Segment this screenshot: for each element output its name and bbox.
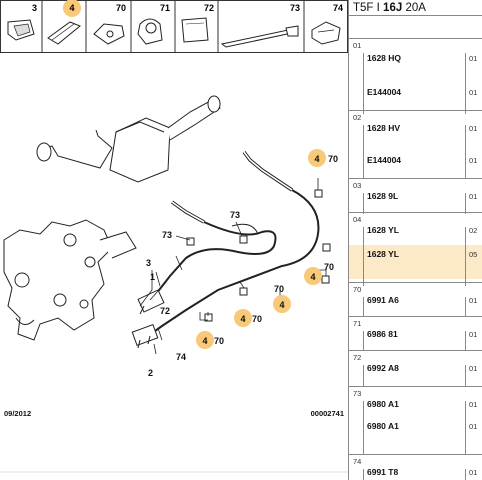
group-num: 73 [353,389,362,398]
callout-4-right: 4 [310,272,315,282]
part-code[interactable]: 6991 T8 [367,467,399,477]
part-code[interactable]: 1628 HV [367,123,401,133]
part-code[interactable]: 1628 YL [367,225,399,235]
part-thumb-71[interactable]: 71 [137,3,170,45]
group-num: 71 [353,319,362,328]
part-qty: 01 [469,124,478,133]
callout-4-bottom: 4 [202,336,207,346]
part-code[interactable]: 1628 HQ [367,53,402,63]
part-qty: 01 [469,54,478,63]
group-03[interactable]: 03 1628 9L 01 [349,178,482,214]
leader-lines [139,178,327,355]
group-num: 72 [353,353,362,362]
engine-block [3,219,137,341]
part-qty: 01 [469,330,478,339]
part-qty: 01 [469,422,478,431]
callout-4-left: 4 [240,314,245,324]
group-01[interactable]: 01 1628 HQ 01 E144004 01 [349,38,482,114]
group-num: 02 [353,113,362,122]
part-thumb-70[interactable]: 70 [93,3,126,45]
group-num: 74 [353,457,362,466]
part-thumb-73[interactable]: 73 [220,3,300,48]
part-num-70: 70 [116,3,126,13]
exploded-diagram: 3 4 70 71 72 73 [0,0,348,473]
part-num-71: 71 [160,3,170,13]
group-num: 03 [353,181,362,190]
row-highlight [349,245,482,279]
callout-73-left: 73 [162,230,172,240]
part-code[interactable]: 1628 9L [367,191,399,201]
footer-ref: 00002741 [311,409,344,418]
callout-70-right: 70 [324,262,334,272]
parts-header: 3 4 70 71 72 73 [0,0,348,53]
diagram-svg: 3 4 70 71 72 73 [0,0,348,473]
group-04[interactable]: 04 1628 YL 02 1628 YL 05 [349,212,482,286]
part-thumb-72[interactable]: 72 [181,3,214,43]
callout-70-upper: 70 [328,154,338,164]
part-qty: 02 [469,226,478,235]
model-title-engine: 16J [383,2,403,14]
footer-date: 09/2012 [4,409,31,418]
parts-table: 01 1628 HQ 01 E144004 01 02 1628 HV 01 E… [348,38,482,480]
model-title-suffix: 20A [405,2,426,14]
part-num-4: 4 [69,3,74,13]
part-qty: 01 [469,364,478,373]
oxygen-sensor-downstream[interactable] [137,200,277,315]
part-qty: 01 [469,192,478,201]
part-num-74: 74 [333,3,343,13]
group-71[interactable]: 71 6986 81 01 [349,316,482,350]
diagram-footer: 09/2012 00002741 [4,409,344,418]
group-70[interactable]: 70 6991 A6 01 [349,282,482,316]
group-02[interactable]: 02 1628 HV 01 E144004 01 [349,110,482,178]
group-72[interactable]: 72 6992 A8 01 [349,350,482,386]
callout-3: 3 [146,258,151,268]
group-num: 01 [353,41,362,50]
part-num-3: 3 [32,3,37,13]
model-title-prefix: T5F I [353,2,380,14]
part-code[interactable]: 6980 A1 [367,399,399,409]
callout-74: 74 [176,352,186,362]
part-code-selected[interactable]: 1628 YL [367,249,399,259]
callout-1: 1 [150,272,155,282]
part-qty: 01 [469,400,478,409]
callout-70-mid: 70 [274,284,284,294]
oxygen-sensor-upstream[interactable] [131,150,320,349]
part-qty: 05 [469,250,478,259]
callout-70-bottom: 70 [214,336,224,346]
part-thumb-3[interactable]: 3 [7,3,37,41]
part-qty: 01 [469,468,478,477]
callout-4-upper: 4 [314,154,319,164]
callout-73-upper: 73 [230,210,240,220]
part-code[interactable]: E144004 [367,87,402,97]
part-num-72: 72 [204,3,214,13]
group-num: 04 [353,215,362,224]
group-73[interactable]: 73 6980 A1 01 6980 A1 01 [349,386,482,454]
clip-markers [186,189,331,322]
callout-72: 72 [160,306,170,316]
group-74[interactable]: 74 6991 T8 01 [349,454,482,480]
callout-4-mid: 4 [279,300,284,310]
callout-2: 2 [148,368,153,378]
group-num: 70 [353,285,362,294]
part-num-73: 73 [290,3,300,13]
part-qty: 01 [469,296,478,305]
callout-70-left: 70 [252,314,262,324]
part-qty: 01 [469,88,478,97]
catalytic-converter [36,95,221,183]
part-thumb-4[interactable]: 4 [47,0,81,45]
callouts: 4 70 4 70 4 70 4 70 4 70 73 73 3 1 72 74… [146,149,338,378]
part-code[interactable]: 6980 A1 [367,421,399,431]
part-code[interactable]: E144004 [367,155,402,165]
title-spacer [348,16,482,38]
part-qty: 01 [469,156,478,165]
part-code[interactable]: 6986 81 [367,329,398,339]
part-code[interactable]: 6991 A6 [367,295,399,305]
model-title: T5F I 16J 20A [348,0,482,16]
part-code[interactable]: 6992 A8 [367,363,399,373]
part-thumb-74[interactable]: 74 [311,3,343,45]
